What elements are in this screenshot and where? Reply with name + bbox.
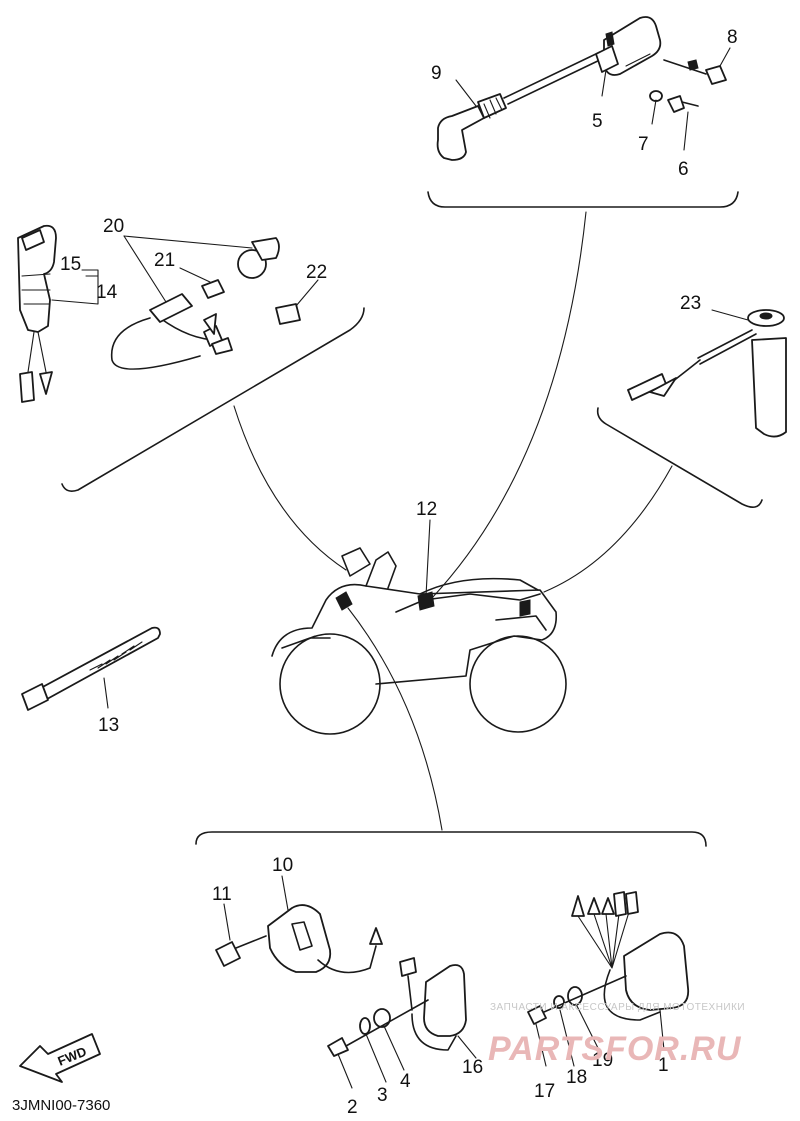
watermark-brand: PARTSFOR.RU	[488, 1030, 742, 1068]
screw-6	[667, 95, 685, 113]
callout-5: 5	[592, 111, 603, 132]
cdi-unit-1	[623, 931, 690, 1011]
diagram-code: 3JMNI00-7360	[12, 1097, 110, 1114]
callout-12: 12	[416, 499, 437, 520]
callout-15: 15	[60, 254, 81, 275]
screw-2	[327, 1037, 349, 1057]
atv-silhouette	[233, 211, 673, 831]
callout-11: 11	[212, 884, 232, 905]
callout-18: 18	[566, 1067, 587, 1088]
screw-17	[527, 1005, 547, 1025]
pickup-coil-16	[423, 964, 467, 1037]
callout-10: 10	[272, 855, 293, 876]
callout-14: 14	[96, 282, 118, 303]
main-switch	[17, 224, 57, 333]
watermark-caption: ЗАПЧАСТИ И АКСЕССУАРЫ ДЛЯ МОТОТЕХНИКИ	[490, 1002, 745, 1013]
group-bracket-left	[61, 307, 365, 492]
callout-numbers: 8 9 5 7 6 20 21 15 14 22 23 12 13 10 11 …	[60, 27, 738, 1118]
throttle-grip-23	[751, 337, 787, 438]
lead-wire	[110, 317, 201, 370]
callout-7: 7	[638, 134, 649, 155]
group-bracket-right	[596, 407, 763, 508]
ignition-coil	[603, 16, 662, 76]
label-plate-22	[275, 303, 301, 325]
ignition-coil-group	[427, 16, 739, 208]
washer-4	[373, 1008, 391, 1028]
callout-4: 4	[400, 1071, 411, 1092]
rubber-cap-21	[201, 279, 225, 299]
bolt-8	[705, 65, 727, 85]
wire-harness	[395, 593, 541, 613]
washer-3	[359, 1017, 371, 1035]
callout-17: 17	[534, 1081, 555, 1102]
callout-20: 20	[103, 216, 124, 237]
cdi-bracket-10	[267, 904, 332, 973]
callout-22: 22	[306, 262, 327, 283]
callout-21: 21	[154, 250, 175, 271]
group-bracket-bottom	[195, 831, 707, 847]
callout-2: 2	[347, 1097, 358, 1118]
watermark: ЗАПЧАСТИ И АКСЕССУАРЫ ДЛЯ МОТОТЕХНИКИ PA…	[488, 1002, 745, 1068]
spark-plug-cap	[436, 105, 485, 161]
bolt-11	[215, 941, 241, 967]
callout-13: 13	[98, 715, 119, 736]
callout-19: 19	[592, 1050, 613, 1071]
callout-9: 9	[431, 63, 442, 84]
callout-8: 8	[727, 27, 738, 48]
cable-band-13	[25, 626, 161, 709]
main-switch-group	[17, 224, 365, 492]
callout-3: 3	[377, 1085, 388, 1106]
fwd-arrow-icon: FWD	[19, 1033, 101, 1083]
washer-7	[649, 90, 663, 102]
callout-23: 23	[680, 293, 701, 314]
cdi-group	[195, 831, 707, 1089]
callout-16: 16	[462, 1057, 483, 1078]
connector-cap	[237, 249, 267, 279]
throttle-group	[596, 309, 787, 508]
callout-6: 6	[678, 159, 689, 180]
group-bracket-top	[427, 191, 739, 208]
cable-band-group	[21, 626, 161, 711]
callout-1: 1	[658, 1055, 669, 1076]
